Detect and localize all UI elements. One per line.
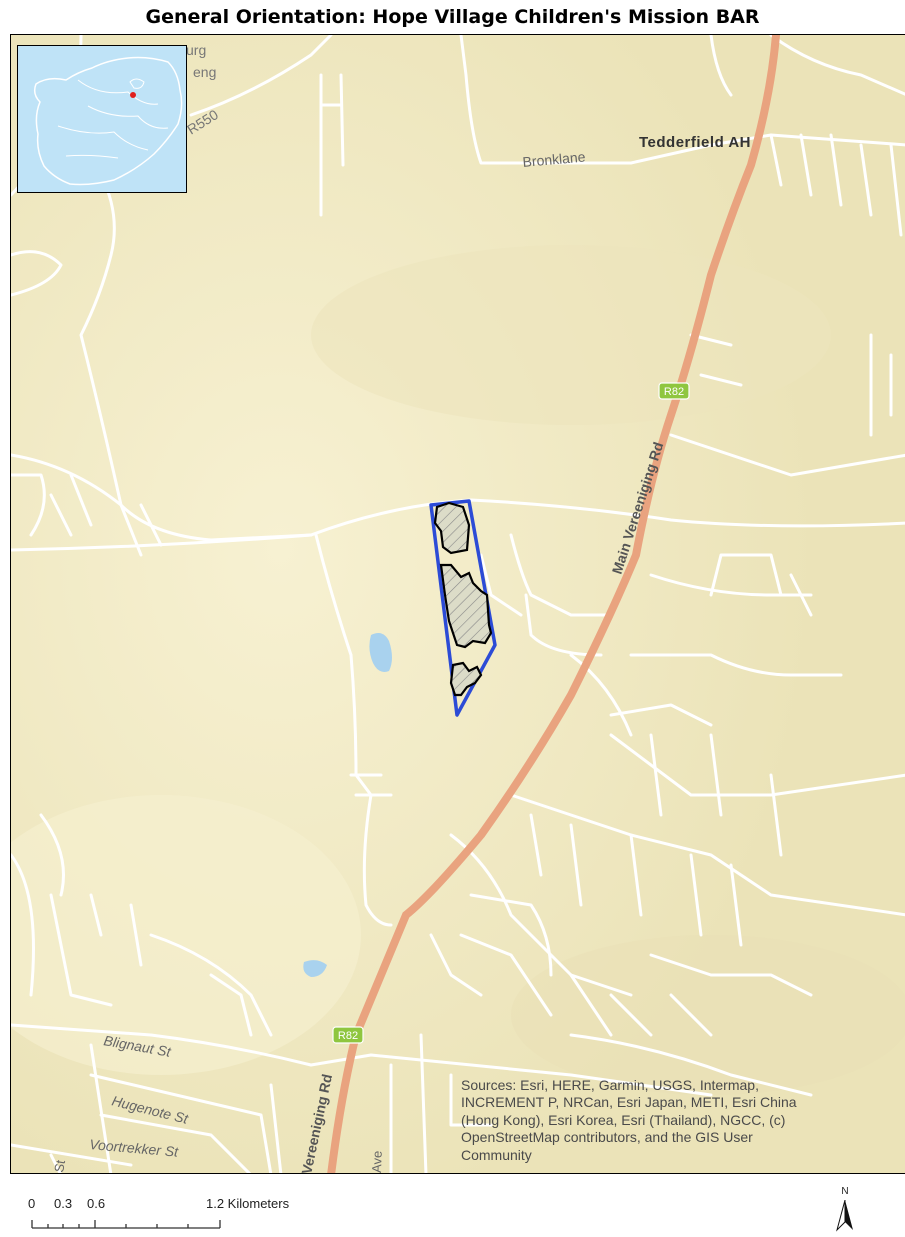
map-title: General Orientation: Hope Village Childr… bbox=[145, 6, 760, 28]
site-location-dot bbox=[130, 92, 136, 98]
map-frame[interactable]: urg eng R550 Bronklane Tedderfield AH Ma… bbox=[10, 34, 905, 1174]
label-ave: Ave bbox=[369, 1150, 385, 1173]
scale-tick-03: 0.3 bbox=[54, 1196, 73, 1211]
label-voortrekker: Voortrekker St bbox=[89, 1136, 180, 1160]
site-boundary bbox=[429, 499, 497, 717]
svg-text:R82: R82 bbox=[664, 386, 684, 398]
north-arrow: N bbox=[830, 1186, 860, 1234]
label-partial-eng: eng bbox=[193, 64, 216, 80]
parcel-north bbox=[433, 501, 471, 555]
scale-tick-06: 0.6 bbox=[87, 1196, 106, 1211]
label-partial-urg: urg bbox=[186, 42, 206, 58]
shield-r82-bottom: R82 bbox=[332, 1026, 364, 1044]
parcel-central bbox=[439, 563, 493, 649]
parcel-south bbox=[449, 661, 483, 697]
scale-bar: 0 0.3 0.6 1.2 Kilometers bbox=[28, 1196, 328, 1236]
south-africa-outline bbox=[33, 56, 183, 186]
main-vereeniging-road bbox=[327, 35, 780, 1173]
basemap: urg eng R550 Bronklane Tedderfield AH Ma… bbox=[11, 35, 905, 1173]
scale-tick-0: 0 bbox=[28, 1196, 36, 1211]
attribution-text: Sources: Esri, HERE, Garmin, USGS, Inter… bbox=[461, 1077, 797, 1163]
north-label: N bbox=[841, 1186, 849, 1197]
inset-locator-map bbox=[17, 45, 187, 193]
label-st-edge: St bbox=[51, 1158, 68, 1173]
water-pond-2 bbox=[303, 960, 327, 977]
label-bronklane: Bronklane bbox=[522, 149, 586, 170]
shield-r82-top: R82 bbox=[658, 382, 690, 400]
svg-text:R82: R82 bbox=[338, 1030, 358, 1042]
water-pond-1 bbox=[369, 633, 392, 672]
label-tedderfield: Tedderfield AH bbox=[639, 134, 751, 151]
north-arrow-icon bbox=[836, 1200, 853, 1232]
scale-tick-12: 1.2 Kilometers bbox=[206, 1196, 290, 1211]
